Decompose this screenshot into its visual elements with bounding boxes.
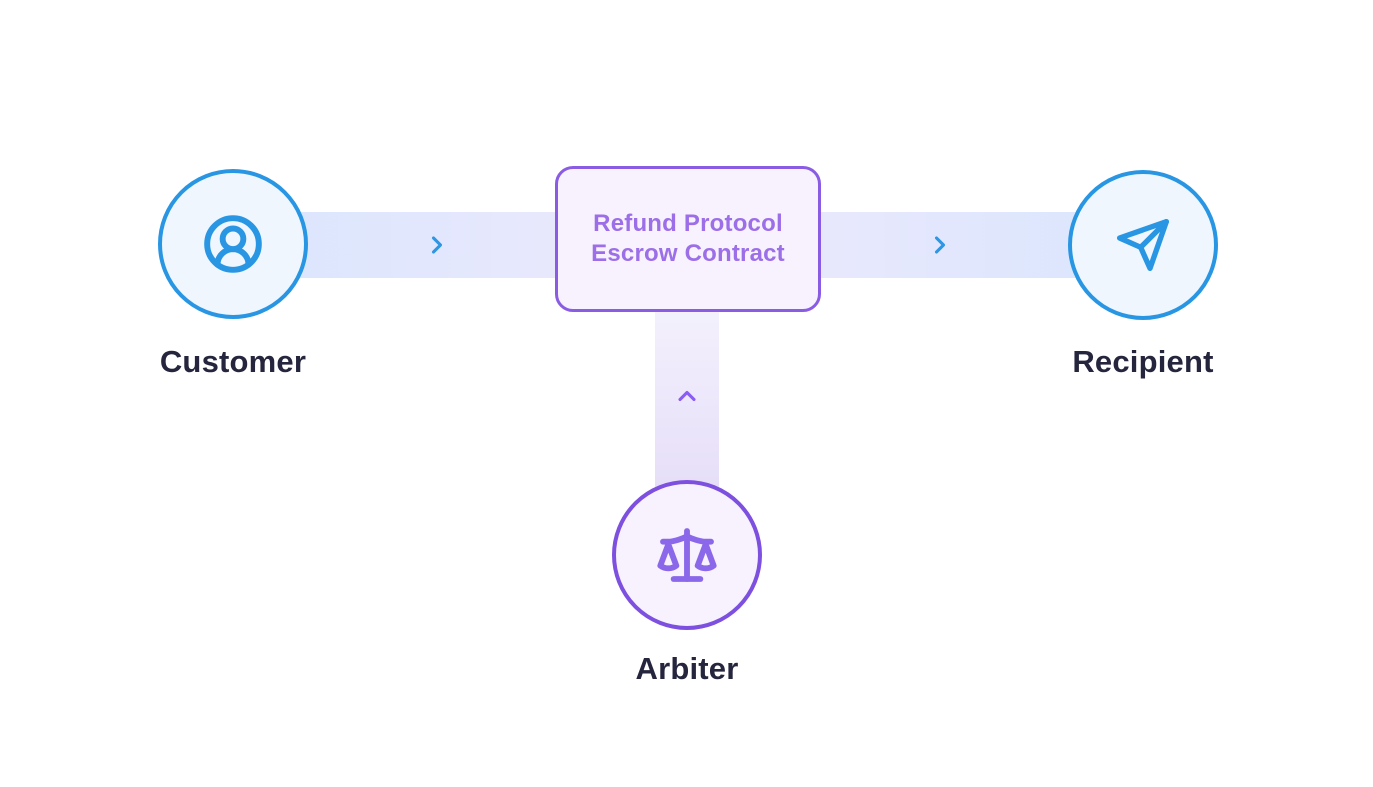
recipient-node [1068, 170, 1218, 320]
recipient-label: Recipient [1072, 344, 1214, 379]
scale-icon [655, 523, 719, 587]
escrow-label-line2: Escrow Contract [591, 240, 785, 267]
customer-label: Customer [159, 344, 307, 379]
chevron-right-icon [926, 231, 954, 259]
arbiter-node [612, 480, 762, 630]
customer-node [158, 169, 308, 319]
user-circle-icon [202, 213, 264, 275]
send-icon [1115, 217, 1171, 273]
chevron-right-icon [423, 231, 451, 259]
escrow-contract-node: Refund Protocol Escrow Contract [555, 166, 821, 312]
chevron-up-icon [673, 382, 701, 410]
escrow-label-line1: Refund Protocol [593, 210, 783, 237]
connector-arbiter-to-escrow [655, 305, 719, 500]
arbiter-label: Arbiter [635, 651, 739, 686]
